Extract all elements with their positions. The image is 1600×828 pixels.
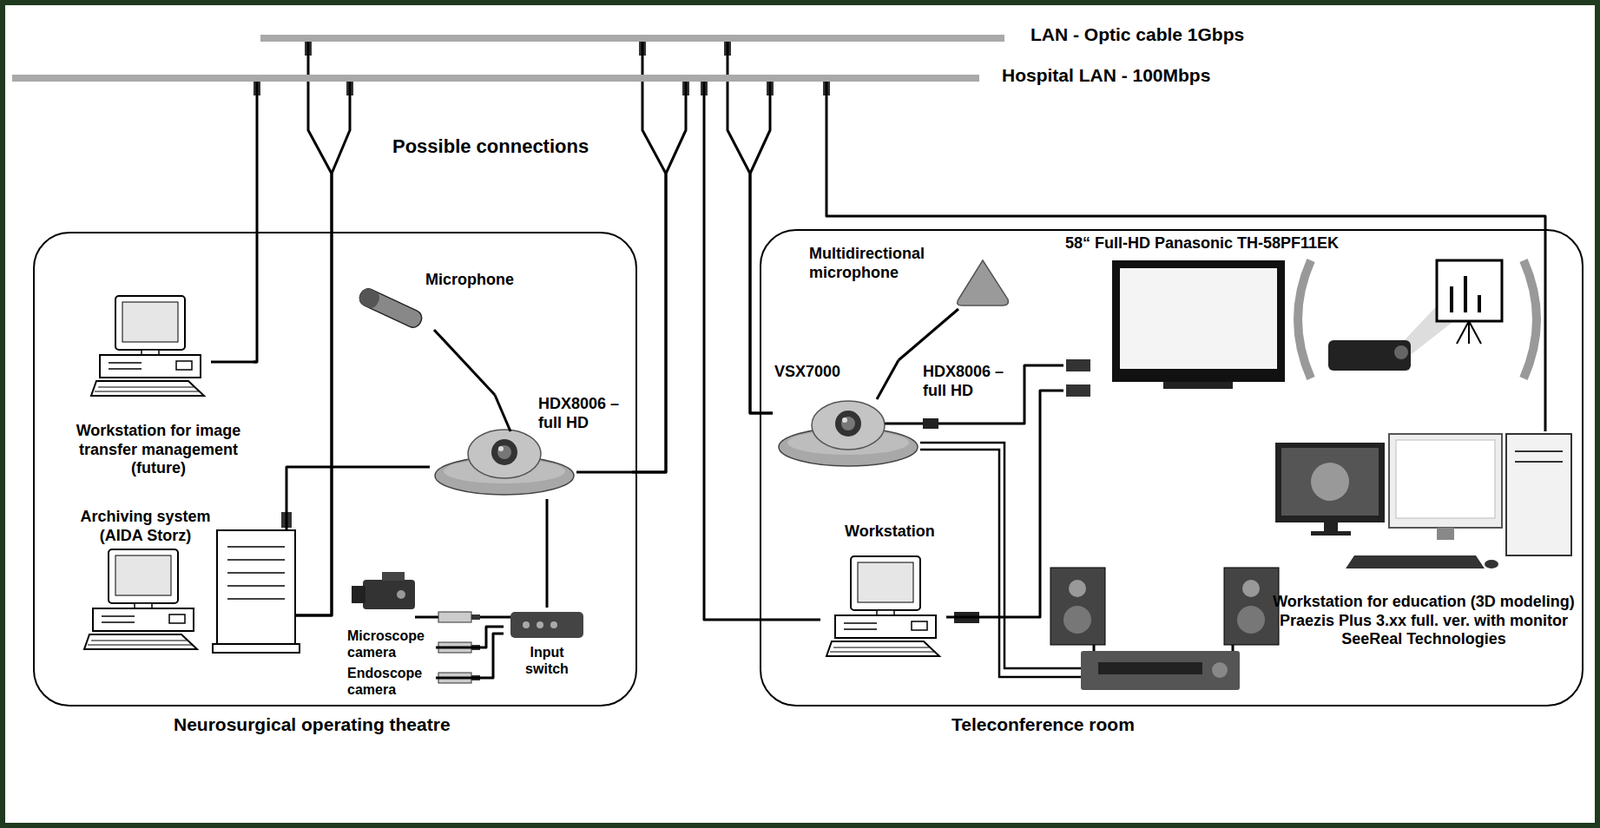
workstation-icon: Workstation for image transfer managemen… bbox=[65, 290, 254, 487]
microphone-icon: Microphone bbox=[355, 270, 530, 330]
node-label: HDX8006 – full HD bbox=[538, 395, 630, 433]
workstation-icon: Workstation for education (3D modeling) … bbox=[1271, 431, 1578, 678]
lan-band: Hospital LAN - 100Mbps bbox=[12, 74, 980, 82]
node-label: Workstation for education (3D modeling) … bbox=[1271, 592, 1576, 650]
node-label: Microphone bbox=[425, 270, 514, 290]
cable-line bbox=[632, 81, 686, 473]
codec-device: VSX7000 HDX8006 – full HD bbox=[772, 360, 1012, 478]
node-label: Microscope camera bbox=[347, 627, 435, 661]
microphone-icon: Multidirectional microphone bbox=[807, 244, 1012, 310]
archive-icon: Archiving system (AIDA Storz) bbox=[69, 507, 296, 656]
cable-line bbox=[750, 81, 773, 414]
node-label: Endoscope camera bbox=[347, 665, 435, 698]
node-label: Multidirectional microphone bbox=[809, 244, 953, 283]
lan-band: LAN - Optic cable 1Gbps bbox=[260, 34, 1005, 42]
node-label: HDX8006 – full HD bbox=[922, 362, 1010, 401]
switch-box: Input switch bbox=[503, 607, 591, 679]
cable-line bbox=[950, 390, 1064, 618]
cable-line bbox=[826, 81, 1546, 432]
node-label: Neurosurgical operating theatre bbox=[173, 713, 451, 736]
cable-line bbox=[286, 467, 430, 508]
cable-line bbox=[435, 633, 504, 679]
cable-line bbox=[295, 41, 332, 616]
cable-line bbox=[1011, 365, 1064, 424]
free-label: Possible connections bbox=[392, 135, 589, 159]
node-label: Teleconference room bbox=[951, 713, 1135, 736]
codec-device: HDX8006 – full HD bbox=[429, 395, 633, 500]
cable-line bbox=[898, 309, 959, 361]
node-label: Hospital LAN - 100Mbps bbox=[1001, 64, 1211, 86]
cable-line bbox=[546, 499, 549, 608]
workstation-icon: Workstation bbox=[820, 520, 951, 656]
node-label: 58“ Full-HD Panasonic TH-58PF11EK bbox=[1065, 234, 1339, 254]
camera-icon: Endoscope camera bbox=[347, 663, 436, 700]
cable-line bbox=[434, 329, 495, 396]
cable-line bbox=[704, 81, 821, 620]
camera-icon: Microscope camera bbox=[347, 568, 436, 663]
node-label: Workstation bbox=[844, 522, 935, 542]
node-label: Input switch bbox=[519, 644, 575, 678]
room-region: Neurosurgical operating theatreWorkstati… bbox=[32, 231, 638, 707]
cable-line bbox=[253, 81, 257, 363]
room-region: Teleconference roomMultidirectional micr… bbox=[759, 229, 1584, 707]
cable-line bbox=[727, 41, 773, 414]
node-label: VSX7000 bbox=[774, 362, 841, 382]
display-icon: 58“ Full-HD Panasonic TH-58PF11EK bbox=[1063, 232, 1377, 398]
cable-line bbox=[295, 81, 350, 616]
node-label: Archiving system (AIDA Storz) bbox=[69, 507, 222, 546]
node-label: LAN - Optic cable 1Gbps bbox=[1030, 23, 1245, 46]
node-label: Workstation for image transfer managemen… bbox=[65, 421, 252, 479]
